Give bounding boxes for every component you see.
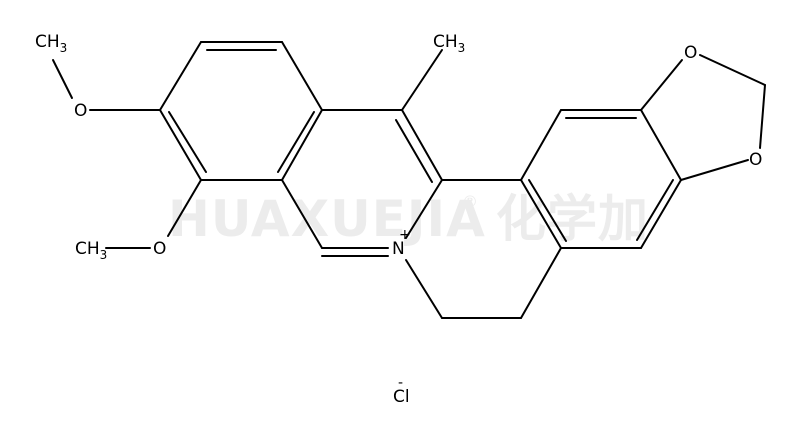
bond: [401, 49, 443, 111]
bond: [640, 179, 682, 249]
atom-labels: CH3 O O CH3 CH3 N + O O Cl -: [35, 32, 762, 407]
bond: [759, 84, 766, 149]
watermark-registered-mark: ®: [462, 192, 478, 211]
watermark-text: HUAXUEJIA: [168, 190, 486, 248]
methyl-label-center: CH3: [433, 32, 465, 55]
bond: [636, 179, 674, 241]
bond: [640, 59, 683, 111]
bond: [281, 179, 323, 249]
chloride-label: Cl: [393, 387, 410, 407]
positive-charge-label: +: [399, 227, 411, 243]
methyl-label-top-left: CH3: [35, 32, 67, 55]
bond: [699, 54, 766, 86]
bond: [528, 179, 567, 242]
bond: [281, 109, 323, 181]
bond: [520, 179, 562, 249]
bond: [405, 259, 443, 319]
bond: [680, 159, 749, 181]
oxygen-label: O: [684, 43, 697, 63]
bond: [281, 41, 323, 111]
watermark-chinese-text: 化学加: [496, 190, 649, 248]
bond-set: [52, 41, 766, 319]
oxygen-label: O: [74, 101, 87, 121]
methyl-label-bottom-left: CH3: [75, 239, 107, 262]
bond: [401, 109, 443, 181]
bond: [395, 119, 433, 183]
bond: [520, 247, 562, 319]
bond: [640, 109, 682, 181]
bond: [167, 179, 202, 237]
bond: [52, 59, 73, 99]
bond: [159, 41, 202, 111]
oxygen-label: O: [153, 239, 166, 259]
watermark: HUAXUEJIA ® 化学加: [168, 190, 649, 248]
oxygen-label: O: [749, 150, 762, 170]
nitrogen-label: N: [392, 239, 405, 259]
negative-charge-label: -: [398, 375, 403, 391]
bond: [159, 109, 202, 181]
bond: [168, 111, 207, 173]
bond: [277, 111, 315, 173]
bond: [405, 179, 443, 239]
bond: [520, 109, 562, 181]
